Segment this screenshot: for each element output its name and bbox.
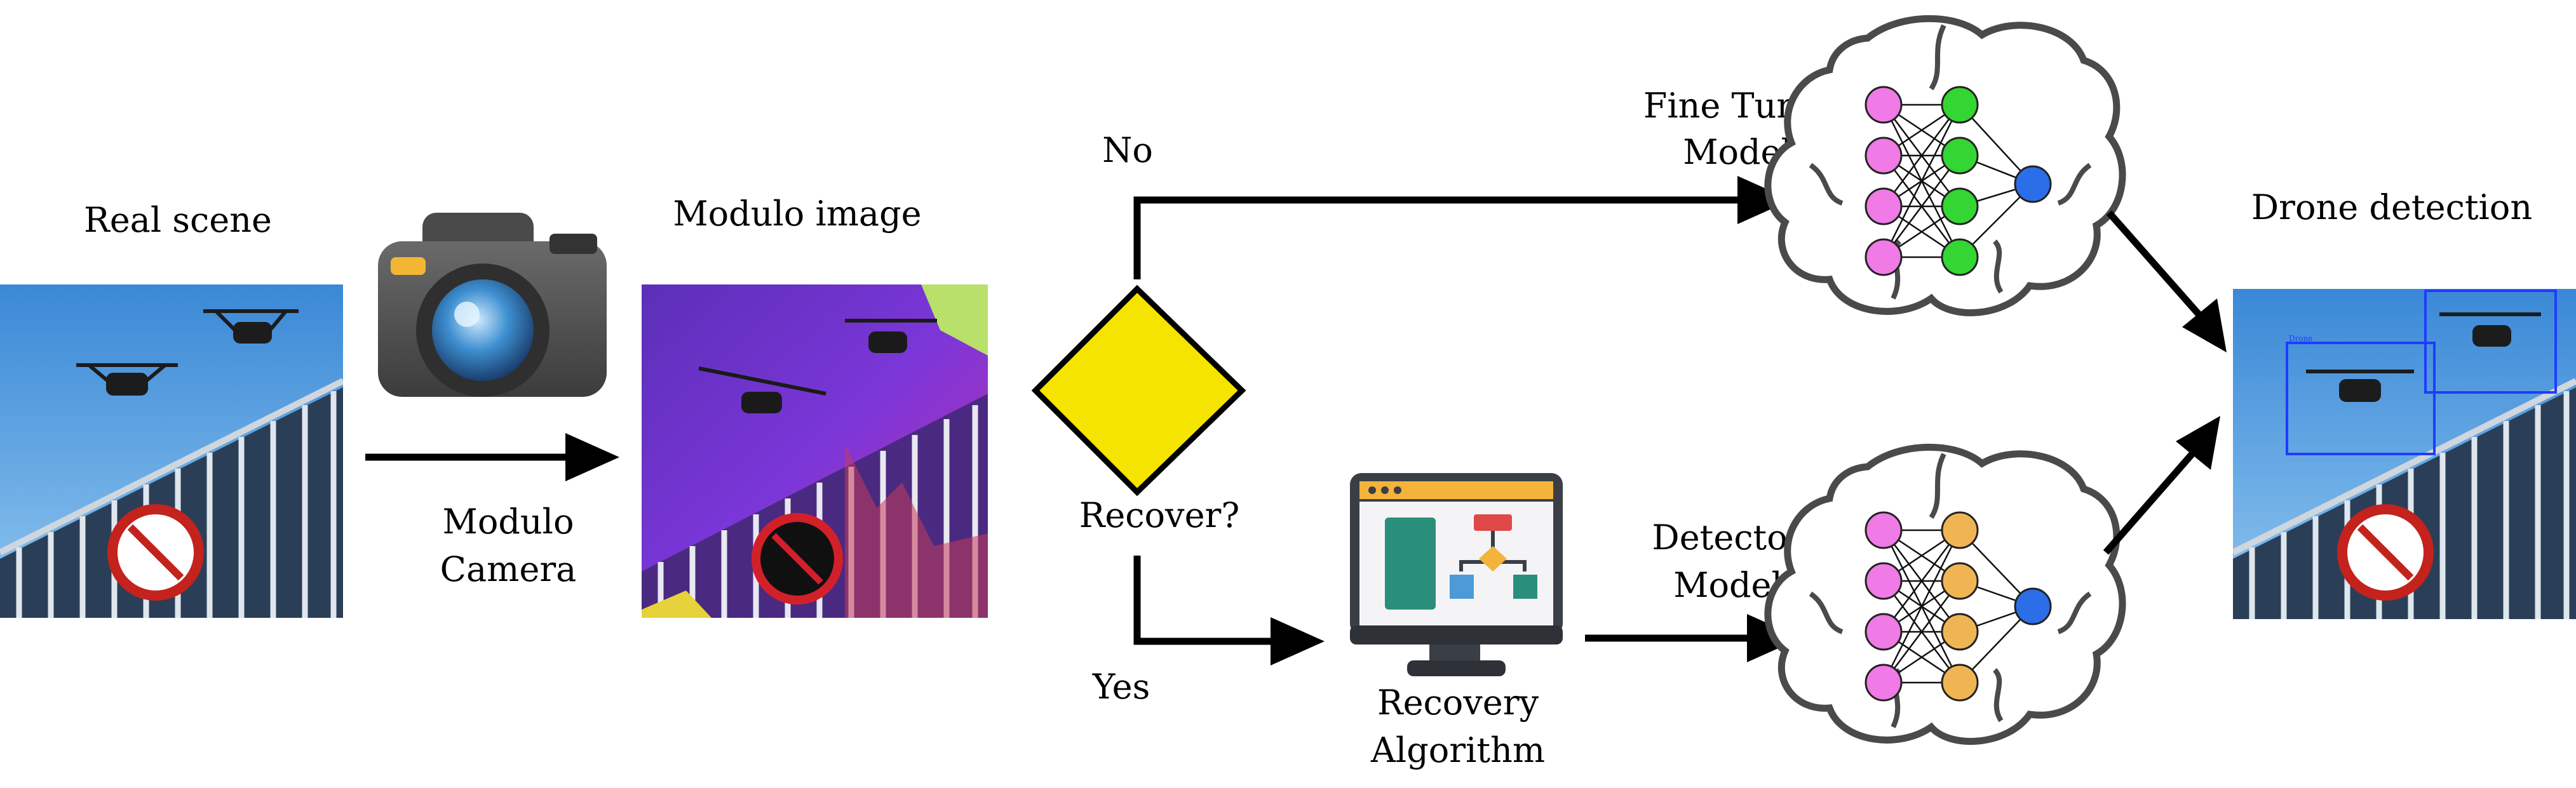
modulo-image <box>642 284 988 618</box>
detection-box-2 <box>2424 290 2557 394</box>
detector-label-line1: Detector <box>1652 518 1804 558</box>
real-scene-image <box>0 284 343 618</box>
drone-detection-label: Drone detection <box>2251 187 2532 227</box>
finetune-to-detection-arrow <box>2106 210 2227 352</box>
drone-detection-image: Drone <box>2233 289 2576 619</box>
monitor-flowchart-icon <box>1350 473 1563 676</box>
detection-box-1-label: Drone <box>2289 334 2312 343</box>
modulo-image-label: Modulo image <box>673 194 921 234</box>
recover-decision-diamond <box>1031 284 1246 497</box>
yes-branch-arrow <box>1133 556 1325 665</box>
recovery-label-line1: Recovery <box>1377 683 1539 723</box>
no-label: No <box>1102 130 1153 170</box>
modulo-camera-label-line2: Camera <box>440 549 577 589</box>
detection-box-1 <box>2286 342 2436 455</box>
modulo-camera-label-line1: Modulo <box>443 502 574 542</box>
detector-to-detection-arrow <box>2103 416 2220 555</box>
detector-brain-icon <box>1764 443 2126 745</box>
no-branch-arrow <box>1133 176 1791 279</box>
recover-question-label: Recover? <box>1079 495 1240 535</box>
yes-label: Yes <box>1092 667 1150 707</box>
camera-to-modulo-arrow <box>365 433 619 481</box>
camera-icon <box>378 213 607 397</box>
detector-label-line2: Model <box>1673 565 1783 605</box>
fine-tune-brain-icon <box>1764 15 2126 316</box>
real-scene-label: Real scene <box>84 200 272 240</box>
recovery-label-line2: Algorithm <box>1370 730 1545 770</box>
